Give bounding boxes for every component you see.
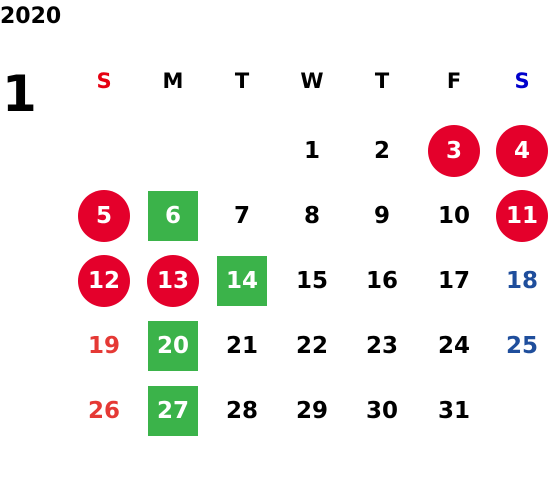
calendar-day-27[interactable]: 27 bbox=[148, 386, 198, 436]
calendar-day-12[interactable]: 12 bbox=[78, 255, 130, 307]
calendar-day-31[interactable]: 31 bbox=[437, 398, 470, 424]
calendar-day-23[interactable]: 23 bbox=[365, 333, 398, 359]
calendar-day-28[interactable]: 28 bbox=[225, 398, 258, 424]
calendar-day-14[interactable]: 14 bbox=[217, 256, 267, 306]
calendar-day-20[interactable]: 20 bbox=[148, 321, 198, 371]
month-number: 1 bbox=[2, 65, 37, 123]
calendar-day-5[interactable]: 5 bbox=[78, 190, 130, 242]
weekday-header-monday: M bbox=[162, 69, 184, 93]
calendar-day-21[interactable]: 21 bbox=[225, 333, 258, 359]
calendar-day-1[interactable]: 1 bbox=[303, 138, 320, 164]
calendar-day-26[interactable]: 26 bbox=[87, 398, 120, 424]
calendar-day-19[interactable]: 19 bbox=[87, 333, 120, 359]
calendar-day-13[interactable]: 13 bbox=[147, 255, 199, 307]
calendar-day-9[interactable]: 9 bbox=[373, 203, 390, 229]
calendar-day-11[interactable]: 11 bbox=[496, 190, 548, 242]
calendar-day-8[interactable]: 8 bbox=[303, 203, 320, 229]
year-label: 2020 bbox=[0, 4, 62, 29]
calendar-day-30[interactable]: 30 bbox=[365, 398, 398, 424]
weekday-header-saturday: S bbox=[514, 69, 530, 93]
calendar-day-7[interactable]: 7 bbox=[233, 203, 250, 229]
calendar-day-16[interactable]: 16 bbox=[365, 268, 398, 294]
weekday-header-friday: F bbox=[446, 69, 462, 93]
calendar-day-18[interactable]: 18 bbox=[505, 268, 538, 294]
calendar-day-2[interactable]: 2 bbox=[373, 138, 390, 164]
calendar-day-3[interactable]: 3 bbox=[428, 125, 480, 177]
calendar-day-25[interactable]: 25 bbox=[505, 333, 538, 359]
calendar-day-17[interactable]: 17 bbox=[437, 268, 470, 294]
calendar-day-22[interactable]: 22 bbox=[295, 333, 328, 359]
calendar-day-15[interactable]: 15 bbox=[295, 268, 328, 294]
weekday-header-tuesday: T bbox=[234, 69, 250, 93]
weekday-header-wednesday: W bbox=[300, 69, 324, 93]
calendar-day-29[interactable]: 29 bbox=[295, 398, 328, 424]
calendar-day-24[interactable]: 24 bbox=[437, 333, 470, 359]
calendar-day-6[interactable]: 6 bbox=[148, 191, 198, 241]
calendar-day-4[interactable]: 4 bbox=[496, 125, 548, 177]
weekday-header-sunday: S bbox=[96, 69, 112, 93]
calendar-day-10[interactable]: 10 bbox=[437, 203, 470, 229]
weekday-header-thursday: T bbox=[374, 69, 390, 93]
